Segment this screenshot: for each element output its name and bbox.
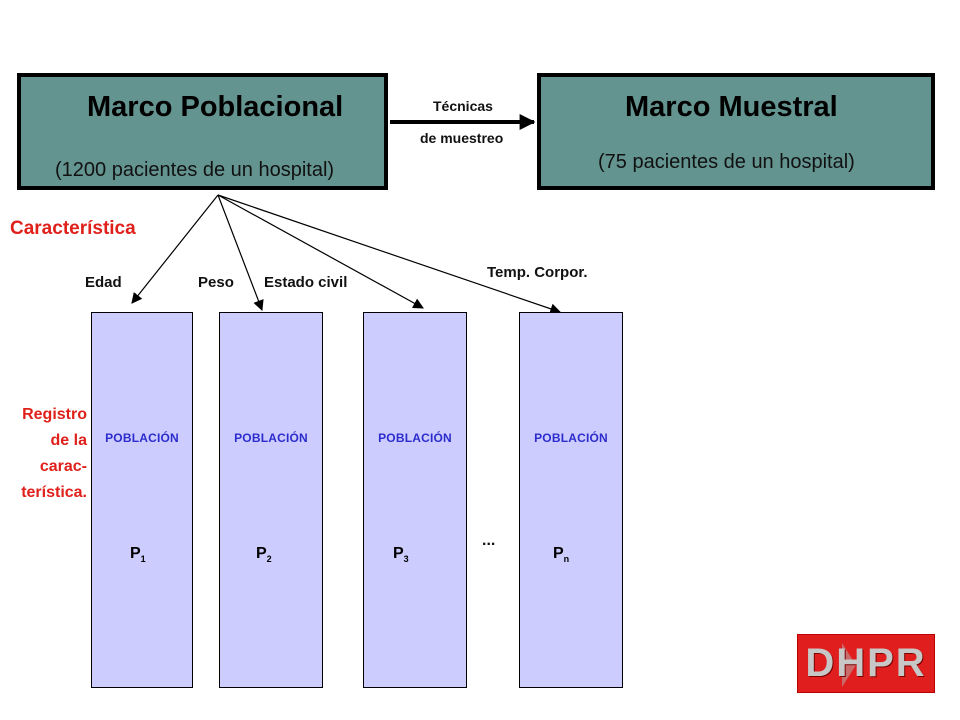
population-variable: P1	[130, 545, 146, 565]
registro-line2: de la	[50, 432, 87, 449]
population-frame-title: Marco Poblacional	[87, 91, 344, 123]
char-estado-civil: Estado civil	[264, 274, 348, 291]
arrow-to-p1	[131, 194, 219, 304]
population-variable: P3	[393, 545, 409, 565]
population-frame: Marco Poblacional (1200 pacientes de un …	[17, 73, 388, 190]
registro-label: Registro de la carac- terística.	[0, 402, 87, 506]
dhpr-logo: DHPR	[797, 634, 935, 693]
char-edad: Edad	[85, 274, 122, 291]
population-box-3: POBLACIÓN P3	[363, 312, 467, 688]
registro-line4: terística.	[21, 484, 87, 501]
population-label: POBLACIÓN	[105, 431, 179, 445]
char-temp-corpor: Temp. Corpor.	[487, 264, 588, 281]
sample-frame-subtitle: (75 pacientes de un hospital)	[598, 151, 855, 173]
population-label: POBLACIÓN	[534, 431, 608, 445]
population-variable: P2	[256, 545, 272, 565]
registro-line1: Registro	[22, 406, 87, 423]
population-label: POBLACIÓN	[378, 431, 452, 445]
sampling-label-line1: Técnicas	[433, 98, 493, 114]
population-box-1: POBLACIÓN P1	[91, 312, 193, 688]
population-variable: Pn	[553, 545, 570, 565]
arrow-to-p2	[217, 194, 264, 312]
logo-shape-icon	[842, 643, 856, 687]
sample-frame-title: Marco Muestral	[625, 91, 838, 123]
population-box-2: POBLACIÓN P2	[219, 312, 323, 688]
population-frame-subtitle: (1200 pacientes de un hospital)	[55, 159, 335, 181]
sampling-label-line2: de muestreo	[420, 130, 504, 146]
population-box-n: POBLACIÓN Pn	[519, 312, 623, 688]
char-peso: Peso	[198, 274, 234, 291]
registro-line3: carac-	[39, 458, 87, 475]
arrow-to-p3	[217, 194, 424, 309]
sample-frame: Marco Muestral (75 pacientes de un hospi…	[537, 73, 935, 190]
ellipsis: ...	[482, 532, 496, 549]
population-label: POBLACIÓN	[234, 431, 308, 445]
arrow-to-pn	[217, 194, 562, 314]
characteristic-label: Característica	[10, 218, 136, 239]
logo-text: DHPR	[805, 641, 927, 685]
